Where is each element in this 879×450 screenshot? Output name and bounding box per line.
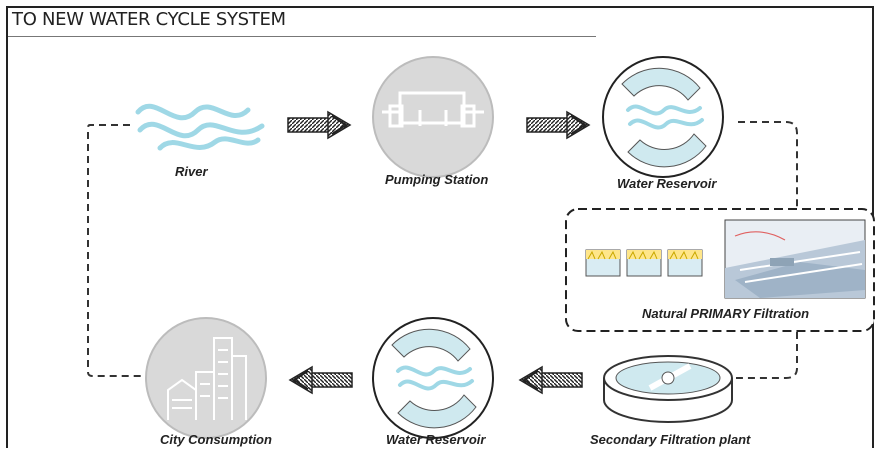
water-reservoir-icon (372, 317, 494, 439)
wetland-render-image (724, 219, 866, 299)
title-underline (8, 36, 596, 37)
connector-filtration-to-plant (736, 332, 798, 379)
flow-connectors (87, 121, 798, 379)
flow-arrow-icon (287, 110, 352, 140)
connector-city-to-river (87, 124, 146, 377)
label-pumping-station: Pumping Station (385, 172, 489, 187)
connector-reservoir-to-filtration (738, 121, 798, 210)
label-secondary-filtration-plant: Secondary Filtration plant (590, 432, 751, 447)
flow-arrow-icon (288, 365, 353, 395)
flow-arrow-icon (526, 110, 591, 140)
river-waves-icon (135, 103, 265, 151)
label-water-reservoir-bottom: Water Reservoir (386, 432, 486, 447)
label-natural-primary-filtration: Natural PRIMARY Filtration (642, 306, 810, 321)
label-water-reservoir-top: Water Reservoir (617, 176, 717, 191)
water-reservoir-icon (602, 56, 724, 178)
filtration-basin-icon (585, 249, 703, 277)
label-city-consumption: City Consumption (160, 432, 272, 447)
filtration-plant-icon (603, 355, 733, 423)
city-buildings-icon (145, 317, 267, 439)
pumping-station-icon (372, 56, 494, 178)
page-title: TO NEW WATER CYCLE SYSTEM (12, 9, 286, 30)
label-river: River (175, 164, 208, 179)
flow-arrow-icon (518, 365, 583, 395)
